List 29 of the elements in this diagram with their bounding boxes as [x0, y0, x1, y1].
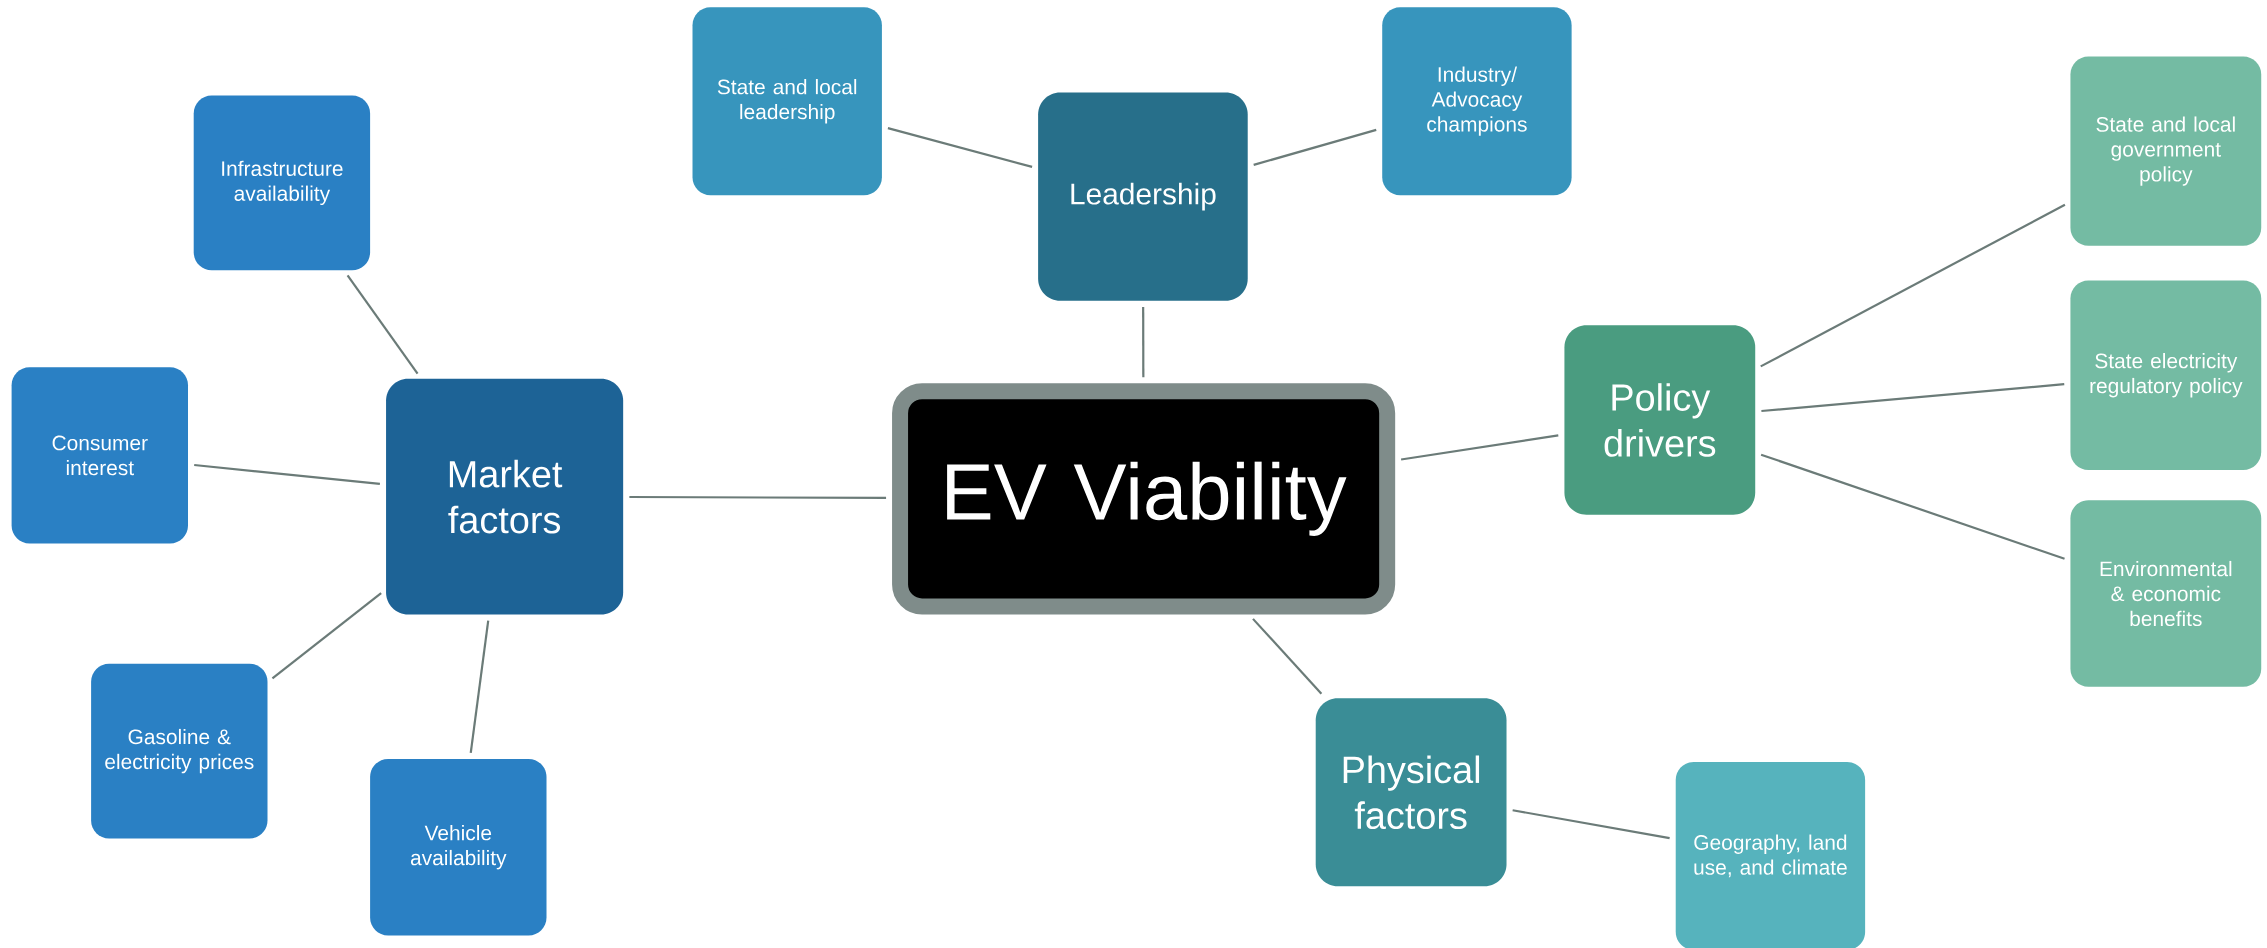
- connector-line: [1252, 618, 1323, 695]
- factor-box: Environmental & economic benefits: [2070, 500, 2262, 687]
- factor-box: Industry/ Advocacy champions: [1382, 7, 1572, 196]
- factor-box: Infrastructure availability: [193, 95, 371, 271]
- central-topic-box: EV Viability: [892, 383, 1396, 615]
- connector-line: [469, 620, 490, 753]
- connector-line: [1760, 203, 2066, 368]
- connector-line: [887, 127, 1033, 168]
- connector-line: [1760, 453, 2065, 560]
- factor-box: Gasoline & electricity prices: [91, 663, 268, 839]
- connector-line: [271, 592, 382, 680]
- connector-line: [1400, 434, 1559, 461]
- connector-line: [1142, 306, 1145, 378]
- connector-line: [1761, 383, 2065, 413]
- factor-box: State and local government policy: [2070, 56, 2262, 246]
- factor-box: State and local leadership: [692, 7, 882, 196]
- factor-box: Vehicle availability: [370, 759, 547, 936]
- category-box: Leadership: [1038, 92, 1248, 301]
- connector-line: [346, 274, 419, 375]
- connector-line: [629, 495, 887, 499]
- connector-line: [1512, 809, 1670, 840]
- factor-box: Geography, land use, and climate: [1675, 761, 1866, 948]
- category-box: Policy drivers: [1564, 325, 1756, 515]
- connector-line: [1253, 128, 1377, 166]
- connector-line: [194, 463, 380, 485]
- factor-box: Consumer interest: [11, 367, 188, 544]
- factor-box: State electricity regulatory policy: [2070, 280, 2262, 470]
- category-box: Market factors: [386, 378, 624, 615]
- category-box: Physical factors: [1315, 698, 1507, 887]
